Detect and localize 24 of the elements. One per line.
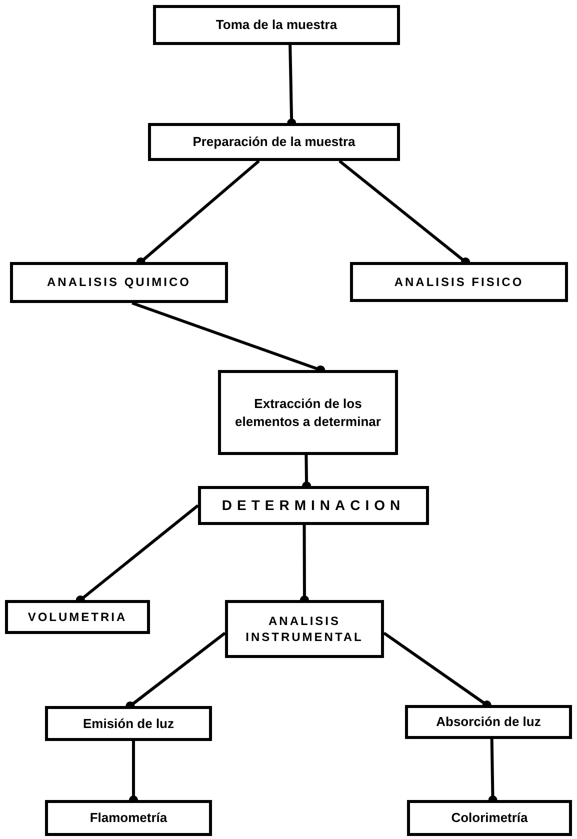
process-box <box>407 800 572 836</box>
process-box <box>350 262 568 302</box>
process-box <box>198 486 429 525</box>
box-label: ANALISIS FISICO <box>394 274 524 290</box>
box-label: Toma de la muestra <box>216 16 338 34</box>
box-label: VOLUMETRIA <box>28 608 128 626</box>
process-box <box>5 600 150 634</box>
process-box <box>218 370 398 455</box>
process-box <box>405 705 572 739</box>
process-box <box>225 600 384 658</box>
box-label: Emisión de luz <box>82 714 174 732</box>
box-label: DETERMINACION <box>222 496 406 515</box>
box-label: ANALISIS INSTRUMENTAL <box>244 612 364 646</box>
box-label: Extracción de los elementos a determinar <box>234 394 382 430</box>
process-box <box>10 262 228 303</box>
box-label: Flamometría <box>90 809 168 827</box>
process-box <box>45 800 212 836</box>
box-label: ANALISIS QUIMICO <box>46 274 191 291</box>
process-box <box>148 123 400 161</box>
process-box <box>45 706 212 741</box>
box-label: Absorción de luz <box>436 713 541 731</box>
box-label: Preparación de la muestra <box>192 133 356 151</box>
process-box <box>153 5 400 45</box>
box-label: Colorimetría <box>451 809 528 827</box>
